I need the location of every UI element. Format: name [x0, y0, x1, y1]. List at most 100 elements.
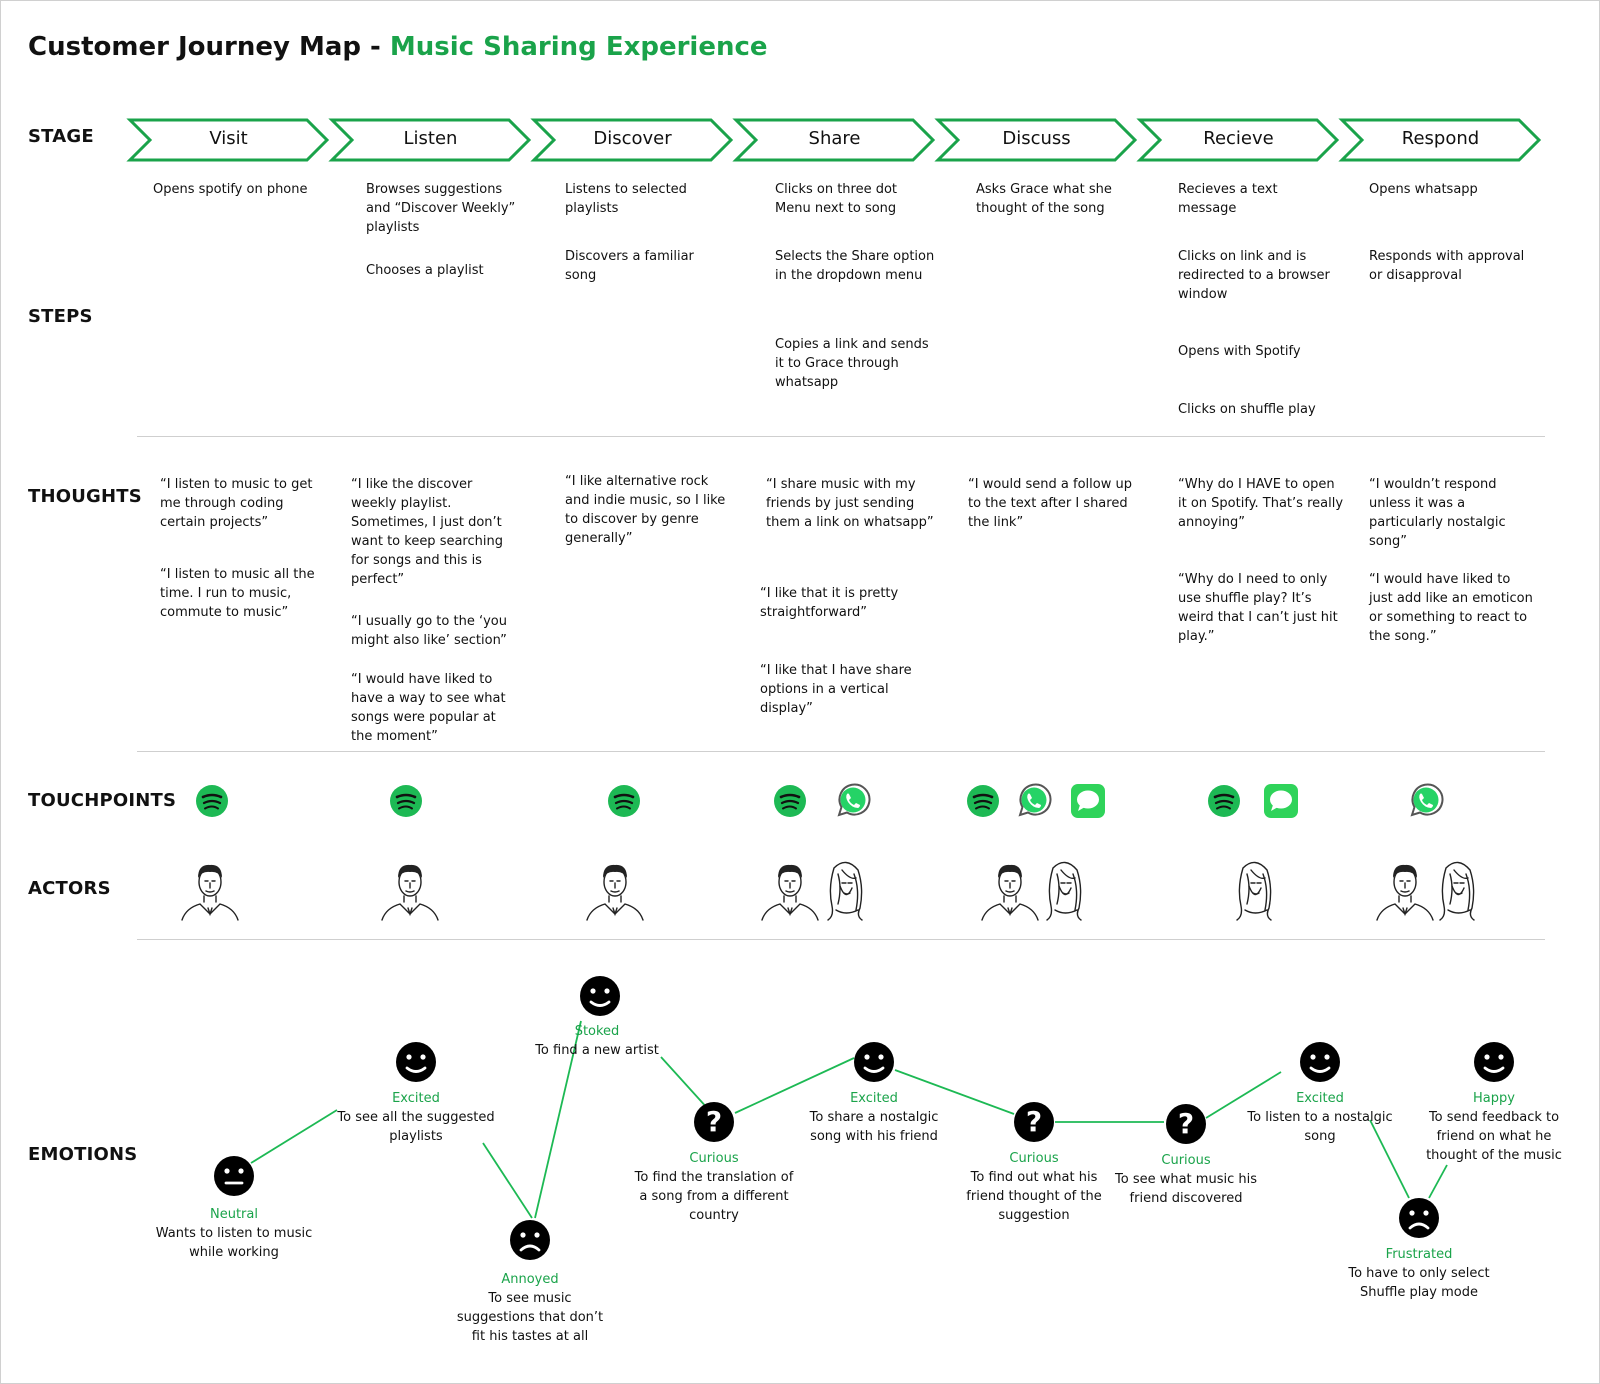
emotion-name: Happy: [1473, 1091, 1515, 1106]
step-item: Opens whatsapp: [1369, 182, 1478, 197]
thought-quote: “I would have liked to just add like an …: [1369, 572, 1533, 644]
divider-actors-emotions: [137, 939, 1545, 940]
thought-quote: “I like alternative rock and indie music…: [565, 474, 726, 546]
emotion-connector-2: [534, 1020, 582, 1219]
happy-face-icon: [579, 975, 621, 1021]
step-item: Responds with approval or disapproval: [1369, 249, 1525, 283]
happy-face-icon: [1299, 1041, 1341, 1087]
svg-text:?: ?: [1178, 1107, 1194, 1140]
emotion-connector-1: [482, 1142, 533, 1219]
step-item: Discovers a familiar song: [565, 249, 694, 283]
step-item: Clicks on three dot Menu next to song: [775, 182, 898, 216]
emotion-name: Curious: [689, 1151, 739, 1166]
question-face-icon: ?: [1165, 1103, 1207, 1149]
spotify-icon: [193, 782, 231, 824]
emotion-connector-3: [660, 1056, 710, 1111]
stage-label-share: Share: [808, 128, 861, 149]
step-item: Opens spotify on phone: [153, 182, 308, 197]
step-item: Clicks on link and is redirected to a br…: [1178, 249, 1330, 302]
row-label-steps: STEPS: [28, 306, 93, 327]
step-item: Recieves a text message: [1178, 182, 1278, 216]
emotion-name: Stoked: [574, 1024, 620, 1039]
thought-quote: “I wouldn’t respond unless it was a part…: [1369, 477, 1506, 549]
thought-quote: “Why do I HAVE to open it on Spotify. Th…: [1178, 477, 1344, 530]
thought-quote: “I like that it is pretty straightforwar…: [760, 586, 899, 620]
emotion-description: To see what music his friend discovered: [1115, 1172, 1257, 1206]
thought-quote: “I usually go to the ‘you might also lik…: [351, 614, 507, 648]
step-item: Asks Grace what she thought of the song: [976, 182, 1112, 216]
step-item: Browses suggestions and “Discover Weekly…: [366, 182, 516, 235]
stage-chevron-0: [126, 118, 330, 162]
stage-label-discuss: Discuss: [1002, 128, 1071, 149]
stage-chevron-2: [530, 118, 734, 162]
whatsapp-icon: [833, 782, 871, 824]
neutral-face-icon: [213, 1155, 255, 1201]
stage-chevron-3: [732, 118, 936, 162]
man-avatar-icon: [180, 858, 240, 926]
happy-face-icon: [853, 1041, 895, 1087]
emotion-name: Neutral: [210, 1207, 258, 1222]
thought-quote: “I like the discover weekly playlist. So…: [351, 477, 503, 587]
stage-label-listen: Listen: [403, 128, 458, 149]
emotion-label: Curious To find the translation of a song…: [629, 1149, 799, 1225]
messages-icon: [1262, 782, 1300, 824]
sad-face-icon: [509, 1219, 551, 1265]
step-item: Copies a link and sends it to Grace thro…: [775, 337, 929, 390]
emotion-description: To find the translation of a song from a…: [634, 1170, 794, 1223]
stage-chevron-4: [934, 118, 1138, 162]
title-main: Customer Journey Map -: [28, 32, 390, 62]
emotion-description: To send feedback to friend on what he th…: [1426, 1110, 1562, 1163]
emotion-label: Stoked To find a new artist: [522, 1022, 672, 1060]
step-item: Opens with Spotify: [1178, 344, 1301, 359]
stage-chevrons: [126, 118, 1542, 162]
emotion-name: Excited: [392, 1091, 440, 1106]
emotion-description: Wants to listen to music while working: [155, 1226, 313, 1260]
emotion-name: Annoyed: [501, 1272, 559, 1287]
man-avatar-icon: [1375, 858, 1435, 926]
happy-face-icon: [1473, 1041, 1515, 1087]
spotify-icon: [1205, 782, 1243, 824]
man-avatar-icon: [585, 858, 645, 926]
emotion-label: Happy To send feedback to friend on what …: [1424, 1089, 1564, 1165]
woman-avatar-icon: [1428, 858, 1488, 926]
emotion-connector-5: [894, 1069, 1015, 1115]
man-avatar-icon: [980, 858, 1040, 926]
emotion-label: Curious To see what music his friend disc…: [1111, 1151, 1261, 1208]
stage-label-discover: Discover: [593, 128, 672, 149]
emotion-connector-9: [1428, 1164, 1448, 1199]
woman-avatar-icon: [816, 858, 876, 926]
thought-quote: “I share music with my friends by just s…: [766, 477, 934, 530]
stage-chevron-1: [328, 118, 532, 162]
page-title: Customer Journey Map - Music Sharing Exp…: [28, 32, 768, 62]
emotion-connector-0: [250, 1109, 338, 1164]
step-item: Clicks on shuffle play: [1178, 402, 1316, 417]
step-item: Chooses a playlist: [366, 263, 484, 278]
stage-chevron-5: [1136, 118, 1340, 162]
emotion-connector-4: [734, 1057, 855, 1114]
emotion-description: To find a new artist: [535, 1043, 659, 1058]
man-avatar-icon: [380, 858, 440, 926]
svg-text:?: ?: [706, 1105, 722, 1138]
row-label-touchpoints: TOUCHPOINTS: [28, 790, 177, 811]
row-label-stage: STAGE: [28, 126, 94, 147]
woman-avatar-icon: [1225, 858, 1285, 926]
divider-thoughts-touchpoints: [137, 751, 1545, 752]
spotify-icon: [387, 782, 425, 824]
spotify-icon: [964, 782, 1002, 824]
messages-icon: [1069, 782, 1107, 824]
thought-quote: “I listen to music all the time. I run t…: [160, 567, 315, 620]
emotion-name: Excited: [1296, 1091, 1344, 1106]
question-face-icon: ?: [1013, 1101, 1055, 1147]
thought-quote: “I listen to music to get me through cod…: [160, 477, 313, 530]
spotify-icon: [605, 782, 643, 824]
emotion-name: Curious: [1009, 1151, 1059, 1166]
thought-quote: “I would have liked to have a way to see…: [351, 672, 506, 744]
emotion-name: Curious: [1161, 1153, 1211, 1168]
